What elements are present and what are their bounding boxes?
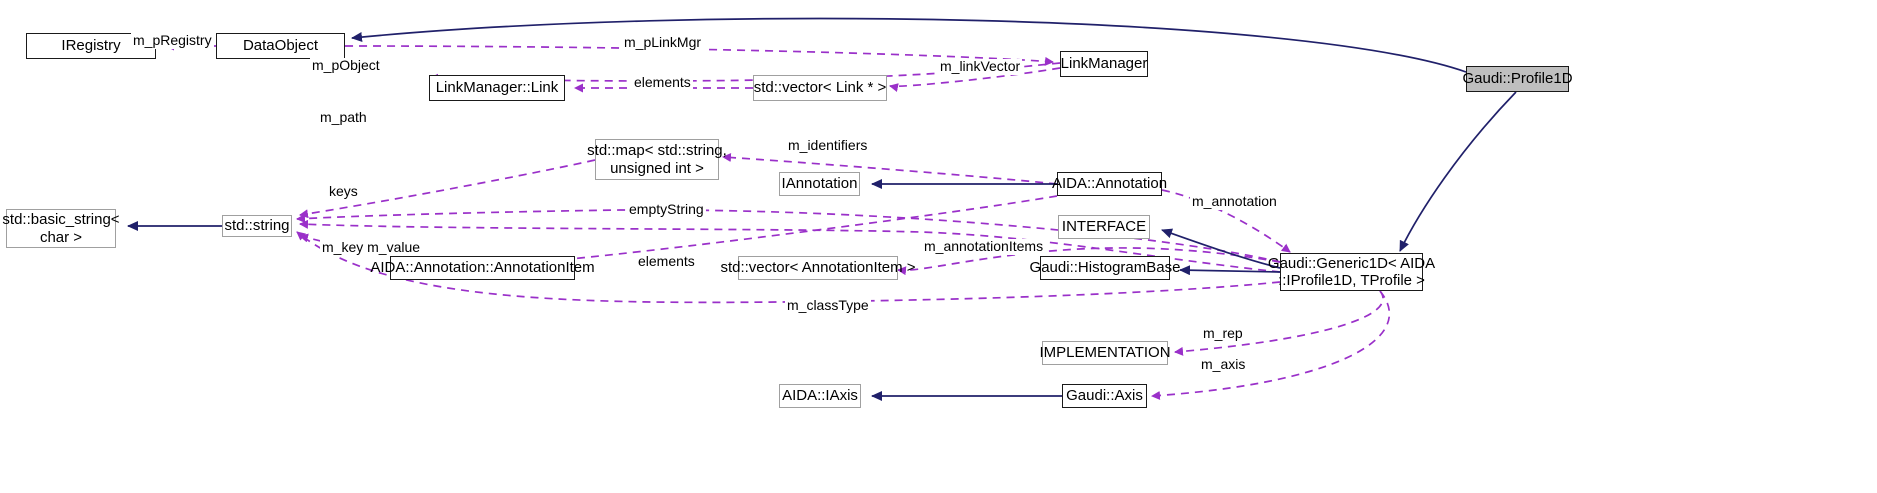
node-std-map[interactable]: std::map< std::string, unsigned int >: [587, 139, 727, 180]
edge-label-keys: keys: [327, 183, 360, 200]
node-dataobject[interactable]: DataObject: [216, 33, 345, 59]
inheritance-edges: [127, 17, 1517, 401]
node-gaudi-axis[interactable]: Gaudi::Axis: [1062, 384, 1147, 408]
node-iannotation[interactable]: IAnnotation: [779, 172, 860, 196]
edge-label-m-rep: m_rep: [1201, 325, 1245, 342]
edge-label-m-linkvector: m_linkVector: [938, 58, 1023, 75]
edge-label-elements-link: elements: [632, 74, 693, 91]
edge-label-m-pregistry: m_pRegistry: [131, 32, 214, 49]
node-gaudi-generic1d[interactable]: Gaudi::Generic1D< AIDA ::IProfile1D, TPr…: [1267, 253, 1436, 291]
node-annotation-item[interactable]: AIDA::Annotation::AnnotationItem: [370, 256, 595, 280]
node-std-string[interactable]: std::string: [222, 215, 292, 237]
edge-label-m-annotationitems: m_annotationItems: [922, 238, 1046, 255]
node-aida-iaxis[interactable]: AIDA::IAxis: [779, 384, 861, 408]
node-aida-annotation[interactable]: AIDA::Annotation: [1052, 172, 1167, 196]
edge-label-emptystring: emptyString: [627, 201, 706, 218]
edge-label-m-identifiers: m_identifiers: [786, 137, 870, 154]
node-gaudi-profile1d[interactable]: Gaudi::Profile1D: [1462, 66, 1573, 92]
edge-label-elements-annotationitem: elements: [636, 253, 697, 270]
node-implementation[interactable]: IMPLEMENTATION: [1039, 341, 1171, 365]
edge-label-m-path: m_path: [318, 109, 369, 126]
edge-label-m-annotation: m_annotation: [1190, 193, 1279, 210]
node-interface[interactable]: INTERFACE: [1058, 215, 1150, 239]
edge-label-m-key-m-value: m_key m_value: [320, 239, 423, 256]
edge-label-m-pobject: m_pObject: [310, 57, 382, 74]
edge-label-m-axis: m_axis: [1199, 356, 1248, 373]
node-vector-annotation-item[interactable]: std::vector< AnnotationItem >: [720, 256, 916, 280]
node-basic-string[interactable]: std::basic_string< char >: [2, 209, 120, 248]
node-linkmanager-link[interactable]: LinkManager::Link: [429, 75, 565, 101]
node-gaudi-histogrambase[interactable]: Gaudi::HistogramBase: [1030, 256, 1180, 280]
edge-label-m-plinkmgr: m_pLinkMgr: [622, 34, 704, 51]
node-linkmanager[interactable]: LinkManager: [1060, 51, 1148, 77]
node-vector-link-ptr[interactable]: std::vector< Link * >: [753, 75, 887, 101]
edge-label-m-classtype: m_classType: [785, 297, 871, 314]
